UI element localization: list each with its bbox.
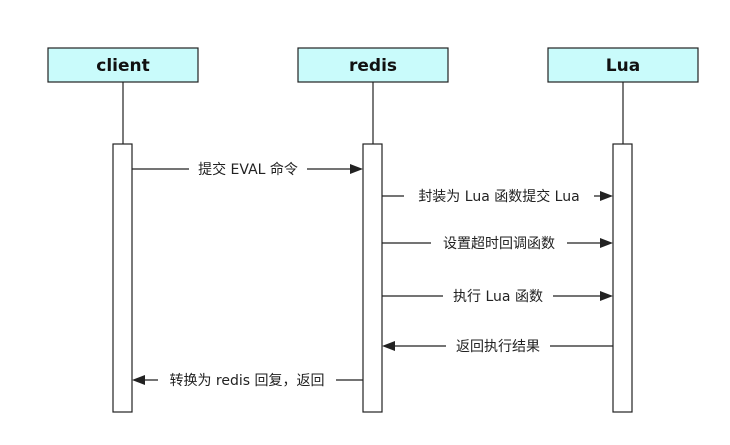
- participant-redis-activation: [362, 143, 383, 413]
- message-set-timeout-hook-arrowhead: [600, 238, 613, 248]
- participant-client-label: client: [96, 56, 150, 76]
- message-wrap-lua-function-arrowhead: [600, 191, 613, 201]
- message-return-result: 返回执行结果: [382, 336, 613, 356]
- message-set-timeout-hook-label: 设置超时回调函数: [443, 236, 555, 252]
- message-wrap-lua-function: 封装为 Lua 函数提交 Lua: [382, 186, 613, 206]
- message-convert-reply: 转换为 redis 回复，返回: [132, 370, 363, 390]
- participant-client: client: [47, 47, 199, 413]
- message-execute-lua-function: 执行 Lua 函数: [382, 286, 613, 306]
- participant-client-activation: [112, 143, 133, 413]
- message-return-result-arrowhead: [382, 341, 395, 351]
- participant-lua-activation: [612, 143, 633, 413]
- message-execute-lua-function-arrowhead: [600, 291, 613, 301]
- participant-redis-box: [297, 47, 449, 83]
- participant-client-box: [47, 47, 199, 83]
- participant-redis-label: redis: [349, 56, 397, 76]
- message-convert-reply-arrowhead: [132, 375, 145, 385]
- message-execute-lua-function-label: 执行 Lua 函数: [453, 289, 543, 305]
- message-submit-eval-arrowhead: [350, 164, 363, 174]
- message-submit-eval: 提交 EVAL 命令: [132, 159, 363, 179]
- participant-lua: Lua: [547, 47, 699, 413]
- message-convert-reply-label: 转换为 redis 回复，返回: [169, 372, 324, 389]
- message-submit-eval-label: 提交 EVAL 命令: [198, 161, 298, 178]
- message-set-timeout-hook: 设置超时回调函数: [382, 233, 613, 253]
- message-return-result-label: 返回执行结果: [456, 339, 540, 355]
- message-wrap-lua-function-label: 封装为 Lua 函数提交 Lua: [418, 188, 579, 205]
- participant-lua-box: [547, 47, 699, 83]
- participant-redis: redis: [297, 47, 449, 413]
- participant-lua-label: Lua: [606, 56, 640, 76]
